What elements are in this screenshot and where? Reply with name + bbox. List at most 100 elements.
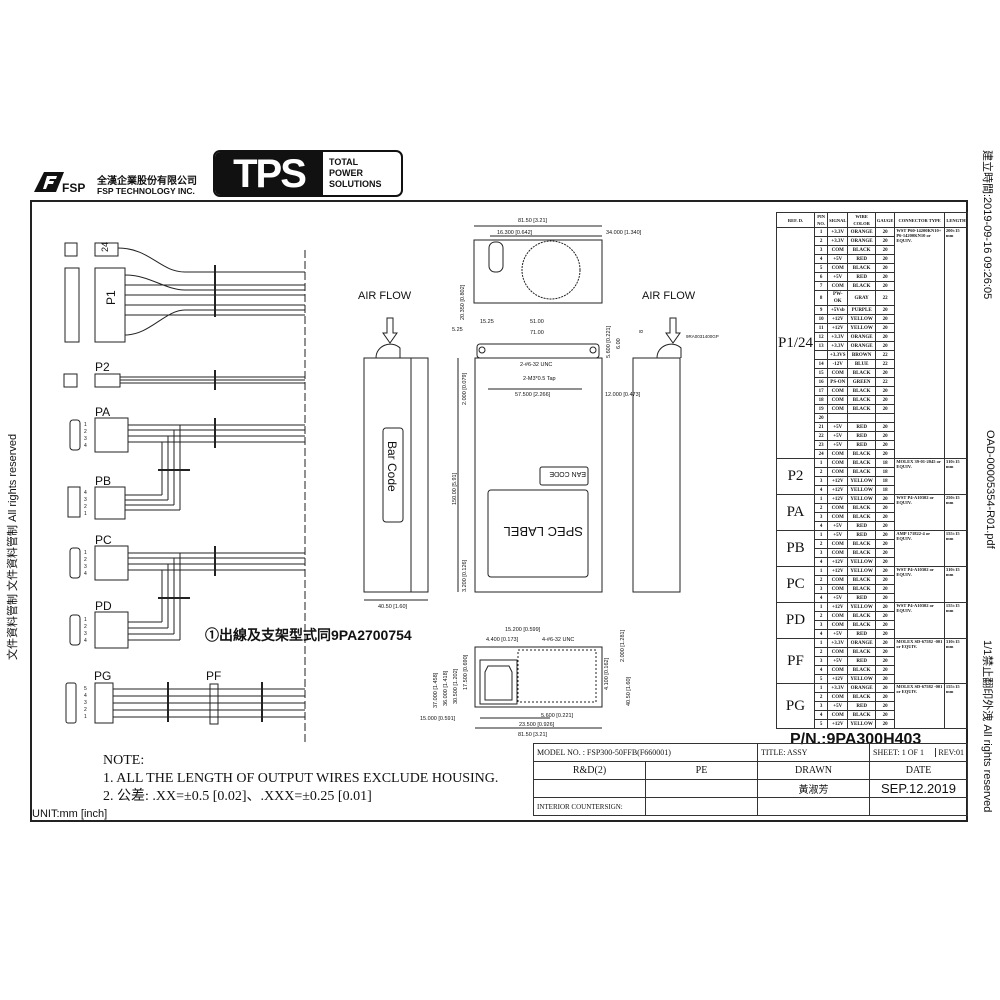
signal: +3.3V [827,332,849,342]
gauge: 20 [874,395,896,405]
pin-table-area: REF. D. PIN NO. SIGNAL WIRE COLOR GAUGE … [775,212,969,749]
gauge: 20 [874,341,896,351]
wire-color: YELLOW [847,719,876,729]
gauge: 20 [874,665,896,675]
signal: COM [827,647,849,657]
wire-color: RED [847,530,876,540]
svg-text:15.200 [0.599]: 15.200 [0.599] [505,627,541,633]
air-flow-arrow-icon [382,317,398,344]
signal: COM [827,692,849,702]
wire-color: ORANGE [847,638,876,648]
signal: COM [827,620,849,630]
wire-color: YELLOW [847,602,876,612]
wire-color: YELLOW [847,314,876,324]
signal: +5V [827,656,849,666]
connector-type: MOLEX 39-01-2045 or EQUIV. [894,458,945,495]
gauge: 18 [874,476,896,486]
signal: +5V [827,254,849,264]
pin-number: 2 [814,503,829,513]
unit-label: UNIT:mm [inch] [32,808,108,820]
svg-text:3: 3 [84,631,87,637]
signal: +5Vsb [827,305,849,315]
rd-label: R&D(2) [533,761,646,780]
gauge: 20 [874,245,896,255]
gauge: 20 [874,656,896,666]
pb-wires [125,494,180,511]
ean-code-label: EAN CODE [549,470,586,477]
wire-color: BLACK [847,620,876,630]
svg-text:4-#6-32 UNC: 4-#6-32 UNC [542,637,574,643]
pin-number: 2 [814,611,829,621]
ref-designator: P2 [775,458,816,495]
ref-designator: PB [775,530,816,567]
svg-text:20.350 [0.802]: 20.350 [0.802] [460,284,466,320]
tps-total: TOTAL [329,157,359,167]
pin-number: 1 [814,530,829,540]
pin-number: 1 [814,683,829,693]
svg-text:57.500 [2.266]: 57.500 [2.266] [515,392,551,398]
top-vent [488,241,504,273]
gauge: 22 [874,350,896,360]
wire-color: BLUE [847,359,876,369]
p1-wires [117,247,305,336]
bar-code-box [382,427,404,523]
drawing-date: SEP.12.2019 [869,779,968,798]
svg-text:15.25: 15.25 [480,319,494,325]
rear-vent [517,649,597,703]
wire-color: BLACK [847,692,876,702]
gauge: 20 [874,710,896,720]
pin-number: 5 [814,674,829,684]
model-number: MODEL NO. : FSP300-50FFB(F660001) [533,743,758,762]
signal: +12V [827,494,849,504]
pin-number: 19 [814,404,829,414]
gauge: 20 [874,566,896,576]
wire-color: RED [847,629,876,639]
connector-type: WST P60-14200KN10+ P6-14200KN10 or EQUIV… [894,227,945,459]
wire-length: 155±15 mm [943,530,969,567]
signal: +5V [827,701,849,711]
signal: COM [827,395,849,405]
svg-text:2.000 [0.079]: 2.000 [0.079] [462,372,468,405]
signal: +5V [827,521,849,531]
pc-housing [94,545,129,581]
wire-color: BLACK [847,611,876,621]
svg-text:2.000 [1.281]: 2.000 [1.281] [620,629,626,662]
svg-text:2-#6-32 UNC: 2-#6-32 UNC [520,362,552,368]
wire-color: BLACK [847,575,876,585]
svg-text:51.00: 51.00 [530,319,544,325]
pin-number: 3 [814,620,829,630]
signal: +12V [827,719,849,729]
company-name-en: FSP TECHNOLOGY INC. [97,186,195,196]
signal: COM [827,458,849,468]
wire-color [847,413,876,423]
svg-text:40.50 [1.60]: 40.50 [1.60] [378,604,408,610]
gauge: 20 [874,305,896,315]
wire-color: ORANGE [847,332,876,342]
wire-length: 155±15 mm [943,683,969,729]
gauge: 20 [874,323,896,333]
tps-power: POWER [329,168,364,178]
svg-text:40.50 [1.60]: 40.50 [1.60] [626,676,632,706]
pg-pf-wires [113,688,305,718]
pc-wires [128,552,305,640]
svg-text:1: 1 [84,617,87,623]
signal: +5V [827,431,849,441]
gauge: 20 [874,368,896,378]
gauge: 20 [874,422,896,432]
wire-bracket-note: ①出線及支架型式同9PA2700754 [205,627,412,643]
header-wire-color: WIRE COLOR [847,212,876,228]
fan-cable-right [656,343,682,359]
pin-number: 2 [814,467,829,477]
pin-number: 21 [814,422,829,432]
wire-length: 250±15 mm [943,494,969,531]
signal: COM [827,503,849,513]
pin-number: 8 [814,290,829,306]
gauge: 20 [874,332,896,342]
wire-color: YELLOW [847,557,876,567]
svg-text:4: 4 [84,571,87,577]
